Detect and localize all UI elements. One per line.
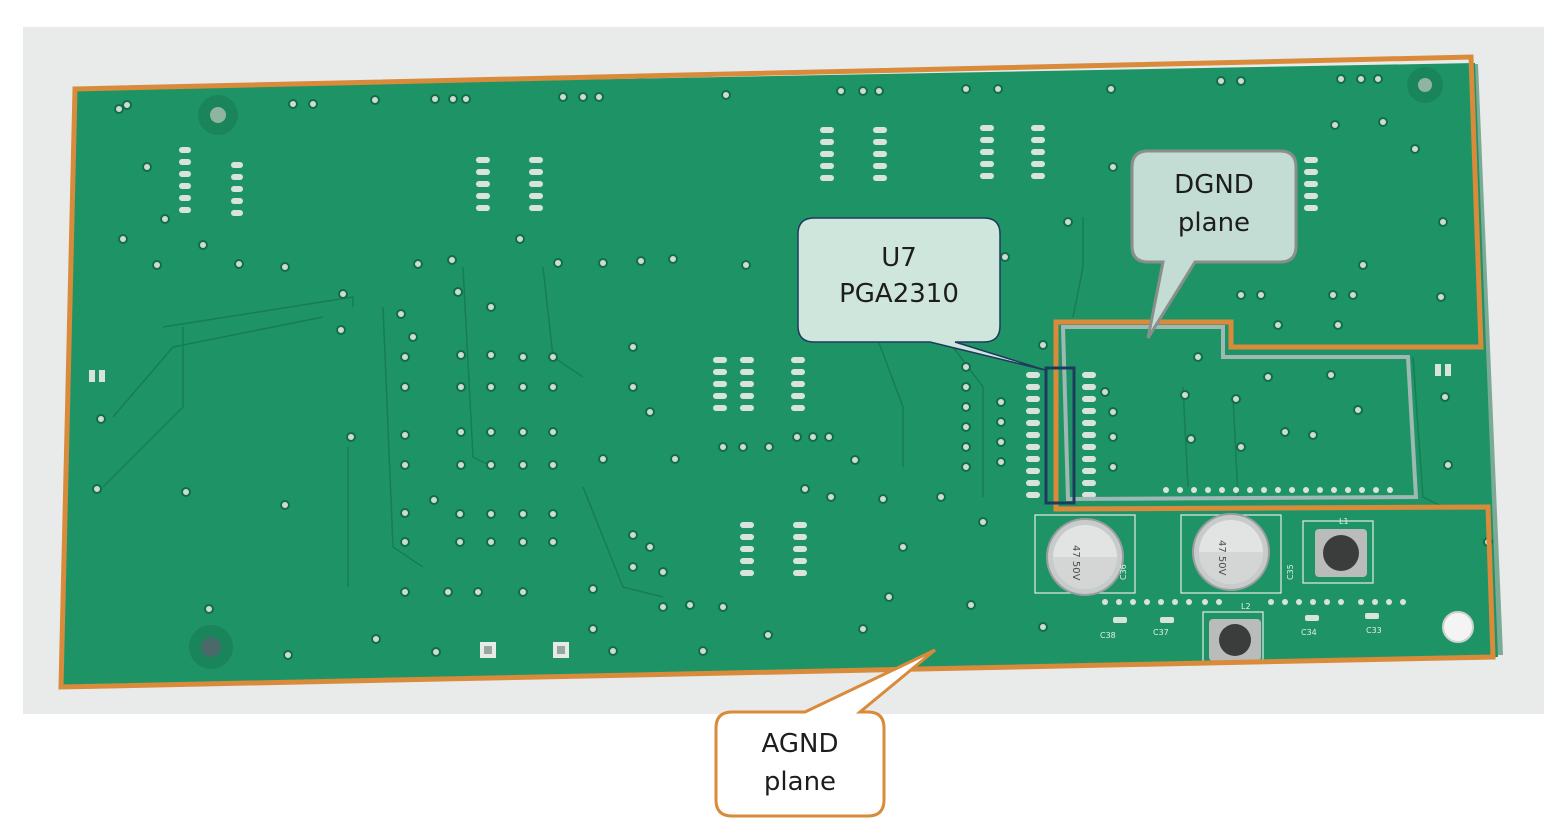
dgnd-label: DGND [1174,170,1254,200]
agnd-label: AGND [761,729,839,759]
u7-part-label: PGA2310 [839,279,959,309]
capacitor-c35 [1192,513,1270,591]
silk-c35: C35 [1286,564,1295,580]
agnd-callout-shape [714,648,936,818]
u7-label: U7 [881,243,917,273]
silk-l1: L1 [1339,517,1349,526]
inductor-l2 [1209,619,1261,661]
u7-callout: U7 PGA2310 [798,240,1000,312]
dgnd-callout: DGND plane [1132,166,1296,242]
silk-c38: C38 [1100,631,1116,640]
capacitor-c36 [1046,518,1124,596]
silk-l2: L2 [1241,602,1251,611]
agnd-plane-label: plane [763,767,837,797]
silk-c34: C34 [1301,628,1317,637]
mounting-holes [189,67,1474,669]
dgnd-callout-shape [1130,149,1298,339]
agnd-plane-outline [58,54,1496,690]
u7-highlight [1044,366,1076,505]
silk-c36: C36 [1119,564,1128,580]
dgnd-plane-outline [1060,325,1419,502]
svg-text:47 50V: 47 50V [1070,545,1081,581]
agnd-callout: AGND plane [716,725,884,801]
dgnd-plane-label: plane [1177,208,1251,238]
silk-c33: C33 [1366,626,1382,635]
u7-callout-shape [797,217,1046,371]
inductor-l1 [1315,529,1367,577]
svg-text:47 50V: 47 50V [1216,540,1227,576]
silk-c37: C37 [1153,628,1169,637]
